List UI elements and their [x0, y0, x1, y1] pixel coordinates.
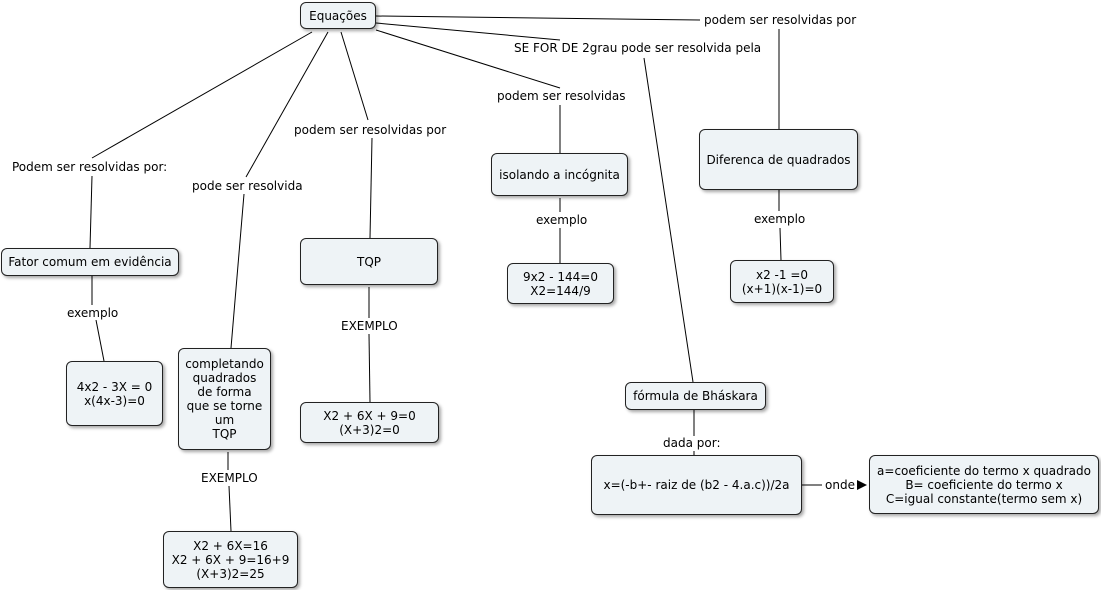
node-formula-text: x=(-b+- raiz de (b2 - 4.a.c))/2a [603, 478, 790, 492]
node-diferenca-exemplo[interactable]: x2 -1 =0 (x+1)(x-1)=0 [730, 260, 834, 303]
link-label: onde [824, 478, 856, 492]
link-equacoes-diferenca-1 [375, 15, 701, 21]
equation-line: X2 + 6X=16 [193, 538, 268, 553]
equation-line: x(4x-3)=0 [84, 393, 145, 408]
link-equacoes-2grau-2 [643, 57, 694, 383]
link-equacoes-tqp-2 [369, 137, 373, 239]
link-label: exemplo [753, 212, 807, 226]
equation-line: X2 + 6X + 9=0 [323, 408, 416, 423]
equation-line: X2 + 6X + 9=16+9 [171, 552, 290, 567]
node-tqp[interactable]: TQP [300, 238, 438, 285]
node-equacoes-text: Equações [309, 8, 367, 23]
link-equacoes-isolando-1 [375, 29, 561, 89]
node-completando[interactable]: completando quadrados de forma que se to… [178, 348, 271, 450]
link-label: dada por: [662, 436, 722, 450]
node-tqp-text: TQP [356, 254, 381, 269]
node-fator-comum[interactable]: Fator comum em evidência [1, 248, 179, 276]
link-label: Podem ser resolvidas por: [11, 160, 169, 174]
link-label: SE FOR DE 2grau pode ser resolvida pela [513, 41, 763, 55]
link-label: pode ser resolvida [191, 179, 304, 193]
node-coeficientes-line: B= coeficiente do termo x [905, 477, 1063, 492]
equation-line: X2=144/9 [530, 283, 591, 298]
link-label: podem ser resolvidas por [703, 13, 858, 27]
link-label: EXEMPLO [340, 319, 399, 333]
node-diferenca-text: Diferenca de quadrados [706, 152, 851, 167]
node-completando-line: quadrados [192, 371, 257, 385]
equation-line: 4x2 - 3X = 0 [76, 379, 153, 394]
link-equacoes-fator-2 [89, 175, 93, 249]
node-completando-line: de forma [197, 385, 252, 399]
node-fator-comum-text: Fator comum em evidência [8, 255, 172, 269]
link-equacoes-tqp-1 [340, 31, 369, 121]
equation-line: (X+3)2=0 [339, 422, 400, 437]
node-completando-line: completando [185, 357, 264, 371]
link-equacoes-fator-1 [91, 31, 313, 159]
node-equacoes[interactable]: Equações [300, 2, 376, 29]
link-diferenca-exemplo-2 [779, 227, 782, 261]
node-completando-line: TQP [212, 427, 237, 441]
equation-line: 9x2 - 144=0 [523, 269, 598, 284]
node-tqp-exemplo[interactable]: X2 + 6X + 9=0 (X+3)2=0 [300, 402, 439, 443]
node-isolando-exemplo[interactable]: 9x2 - 144=0 X2=144/9 [507, 263, 614, 304]
link-equacoes-completando-2 [230, 193, 245, 349]
node-isolando-text: isolando a incógnita [499, 167, 620, 182]
equation-line: (x+1)(x-1)=0 [741, 281, 823, 296]
node-coeficientes-line: C=igual constante(termo sem x) [885, 491, 1083, 506]
node-completando-line: um [214, 413, 235, 427]
link-label: EXEMPLO [200, 471, 259, 485]
link-equacoes-2grau-1 [375, 22, 561, 41]
node-bhaskara-text: fórmula de Bháskara [633, 389, 758, 403]
link-fator-exemplo-2 [95, 319, 105, 362]
link-tqp-exemplo-2 [368, 333, 371, 403]
node-bhaskara[interactable]: fórmula de Bháskara [625, 382, 766, 410]
link-label: exemplo [66, 306, 120, 320]
link-equacoes-completando-1 [245, 31, 329, 178]
node-fator-exemplo[interactable]: 4x2 - 3X = 0 x(4x-3)=0 [66, 361, 163, 426]
node-formula[interactable]: x=(-b+- raiz de (b2 - 4.a.c))/2a [591, 455, 802, 515]
node-coeficientes-line: a=coeficiente do termo x quadrado [877, 463, 1091, 478]
link-label: podem ser resolvidas por [293, 123, 448, 137]
node-coeficientes[interactable]: a=coeficiente do termo x quadrado B= coe… [869, 455, 1099, 514]
link-label: exemplo [535, 213, 589, 227]
node-completando-line: que se torne [186, 399, 263, 413]
node-diferenca[interactable]: Diferenca de quadrados [699, 129, 858, 190]
equation-line: x2 -1 =0 [755, 267, 809, 282]
node-completando-exemplo[interactable]: X2 + 6X=16 X2 + 6X + 9=16+9 (X+3)2=25 [163, 531, 298, 588]
link-label: podem ser resolvidas [496, 89, 627, 103]
link-completando-exemplo-2 [228, 485, 232, 532]
node-isolando[interactable]: isolando a incógnita [491, 153, 628, 196]
equation-line: (X+3)2=25 [196, 566, 265, 581]
